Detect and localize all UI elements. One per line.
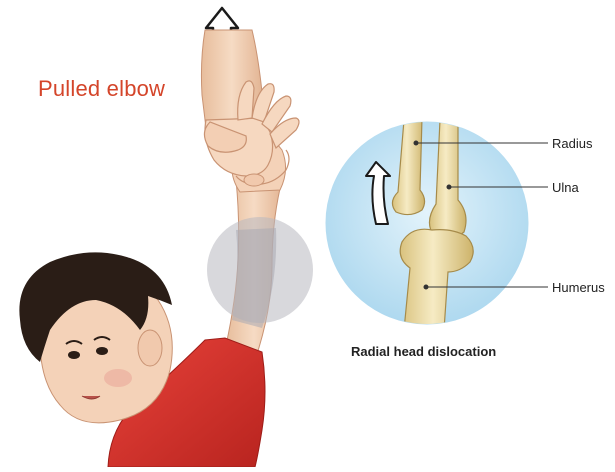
inset-caption: Radial head dislocation (351, 344, 496, 359)
label-ulna: Ulna (552, 180, 579, 195)
child-head (19, 252, 172, 422)
label-humerus: Humerus (552, 280, 605, 295)
diagram-title: Pulled elbow (38, 76, 165, 102)
elbow-highlight (207, 217, 313, 328)
label-radius: Radius (552, 136, 592, 151)
radial-head-inset (324, 115, 530, 330)
